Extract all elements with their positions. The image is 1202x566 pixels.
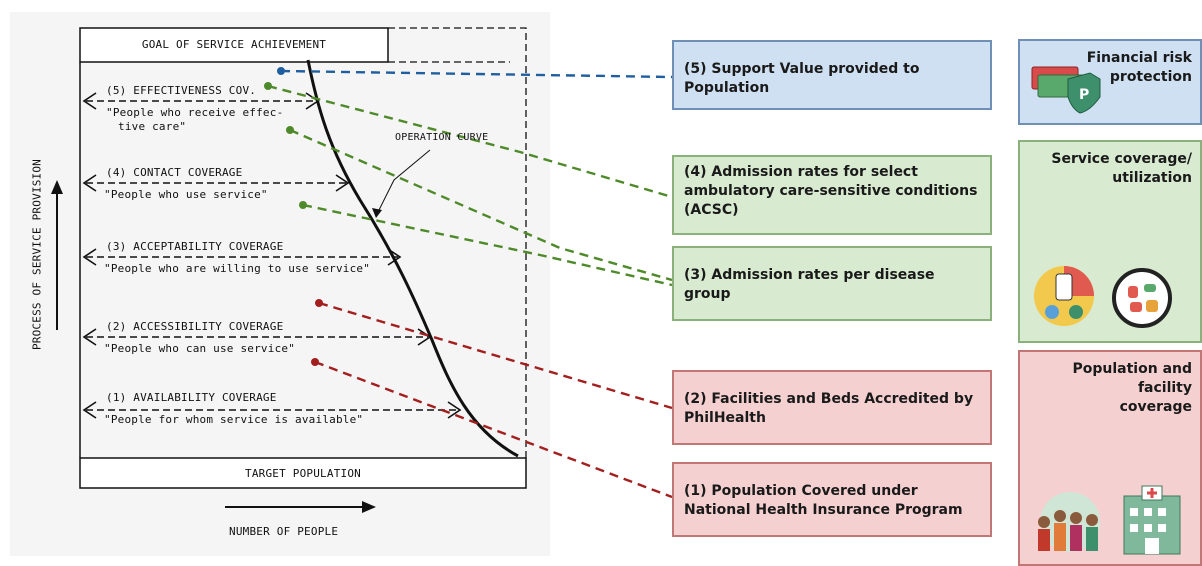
connector-green-4 — [267, 84, 673, 199]
indicator-4-text: (4) Admission rates for select ambulator… — [684, 164, 978, 218]
dot-red-1 — [315, 299, 323, 307]
level-4-title: (4) CONTACT COVERAGE — [106, 166, 243, 179]
target-box — [79, 457, 527, 489]
category-service: Service coverage/ utilization — [1018, 140, 1202, 343]
level-4-quote: "People who use service" — [104, 188, 268, 201]
connector-red-1 — [314, 360, 673, 499]
level-5-title: (5) EFFECTIVENESS COV. — [106, 84, 257, 97]
indicator-3-text: (3) Admission rates per disease group — [684, 267, 935, 302]
dot-green-2 — [286, 126, 294, 134]
indicator-1-box: (1) Population Covered under National He… — [672, 462, 992, 537]
connector-green-3a — [289, 128, 673, 282]
hospital-people-icon — [1038, 485, 1181, 555]
dot-green-3 — [299, 201, 307, 209]
level-arrows — [82, 92, 462, 419]
connector-green-3b — [302, 203, 673, 287]
dot-blue — [277, 67, 285, 75]
x-axis-label: NUMBER OF PEOPLE — [229, 525, 339, 538]
target-label: TARGET POPULATION — [245, 467, 361, 480]
category-financial: Financial risk protection P — [1018, 39, 1202, 125]
operation-curve-label: OPERATION CURVE — [395, 132, 489, 143]
level-2-title: (2) ACCESSIBILITY COVERAGE — [106, 320, 284, 333]
svg-text:P: P — [1079, 87, 1089, 103]
dot-green-1 — [264, 82, 272, 90]
category-population-label: Population and facility coverage — [1072, 361, 1193, 415]
indicator-4-box: (4) Admission rates for select ambulator… — [672, 155, 992, 235]
level-3-title: (3) ACCEPTABILITY COVERAGE — [106, 240, 284, 253]
level-5-quote-1: "People who receive effec- — [106, 106, 284, 119]
operation-curve — [306, 59, 519, 458]
medical-service-icon — [1034, 266, 1172, 328]
goal-label: GOAL OF SERVICE ACHIEVEMENT — [141, 38, 327, 51]
level-2-quote: "People who can use service" — [104, 342, 296, 355]
money-shield-icon: P — [1031, 66, 1101, 114]
connector-blue — [280, 69, 673, 79]
y-axis-label: PROCESS OF SERVICE PROVISION — [30, 158, 44, 351]
level-1-title: (1) AVAILABILITY COVERAGE — [106, 391, 277, 404]
connector-red-2 — [318, 301, 673, 410]
category-service-label: Service coverage/ utilization — [1051, 151, 1192, 186]
category-population: Population and facility coverage — [1018, 350, 1202, 566]
category-financial-label: Financial risk protection — [1086, 50, 1192, 85]
indicator-3-box: (3) Admission rates per disease group — [672, 246, 992, 321]
indicator-1-text: (1) Population Covered under National He… — [684, 483, 963, 518]
indicator-5-text: (5) Support Value provided to Population — [684, 61, 920, 96]
dot-red-2 — [311, 358, 319, 366]
goal-dashed-frame — [388, 27, 527, 458]
level-3-quote: "People who are willing to use service" — [104, 262, 371, 275]
indicator-2-box: (2) Facilities and Beds Accredited by Ph… — [672, 370, 992, 445]
goal-box — [79, 27, 389, 63]
level-1-quote: "People for whom service is available" — [104, 413, 364, 426]
level-5-quote-2: tive care" — [118, 120, 187, 133]
indicator-2-text: (2) Facilities and Beds Accredited by Ph… — [684, 391, 974, 426]
indicator-5-box: (5) Support Value provided to Population — [672, 40, 992, 110]
